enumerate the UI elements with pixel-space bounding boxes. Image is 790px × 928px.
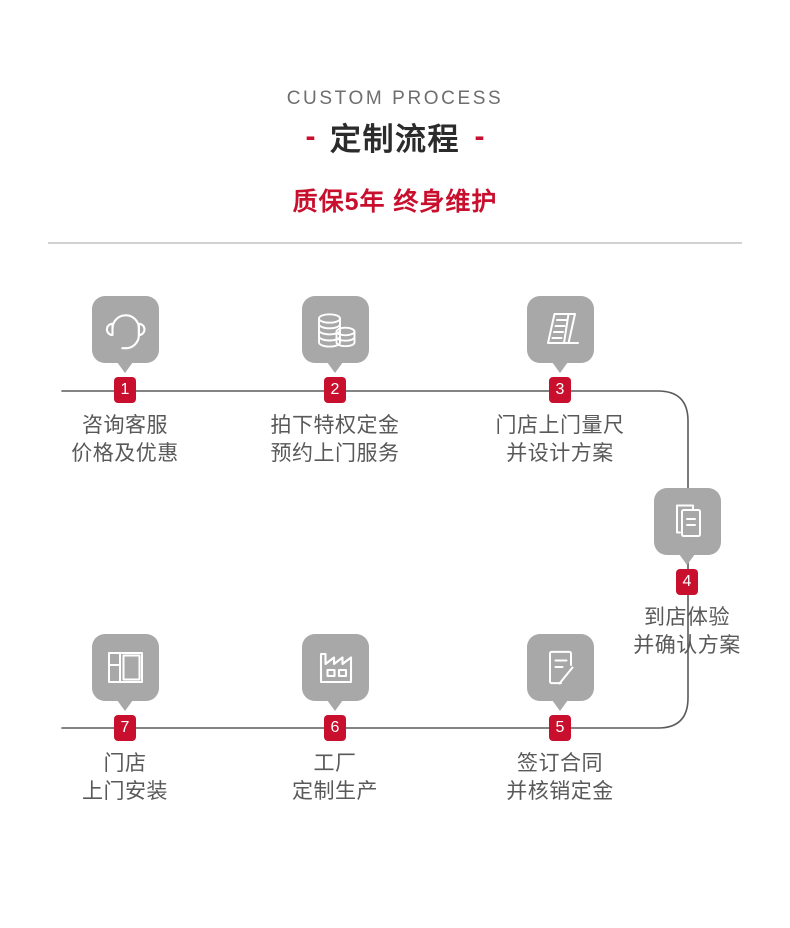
step-caption-line1: 门店上门量尺 xyxy=(495,414,625,437)
headset-icon xyxy=(105,314,145,350)
step-caption: 签订合同 并核销定金 xyxy=(485,750,635,806)
step-caption-line2: 定制生产 xyxy=(292,780,378,803)
step-caption: 到店体验 并确认方案 xyxy=(612,604,762,660)
factory-icon xyxy=(319,652,352,684)
header-divider xyxy=(48,242,742,244)
step-2[interactable]: 2 拍下特权定金 预约上门服务 xyxy=(260,296,410,468)
ruler-measure-icon-box xyxy=(526,296,594,373)
documents-stack-icon xyxy=(675,504,701,537)
warranty-tagline: 质保5年 终身维护 xyxy=(292,188,498,216)
step-7[interactable]: 7 门店 上门安装 xyxy=(50,634,200,806)
step-caption-line1: 咨询客服 xyxy=(82,414,168,437)
page-subtitle-english: CUSTOM PROCESS xyxy=(286,88,504,109)
step-number-badge: 3 xyxy=(549,377,571,403)
step-caption: 拍下特权定金 预约上门服务 xyxy=(260,412,410,468)
documents-stack-icon-box xyxy=(653,488,721,565)
cabinet-layout-icon xyxy=(107,652,143,683)
factory-icon-box xyxy=(301,634,369,711)
page-title-group: - 定制流程 - xyxy=(0,121,790,158)
step-number-badge: 4 xyxy=(676,569,698,595)
step-number-badge: 7 xyxy=(114,715,136,741)
step-caption-line1: 工厂 xyxy=(313,752,357,775)
step-number-badge: 1 xyxy=(114,377,136,403)
step-caption-line2: 价格及优惠 xyxy=(71,442,179,465)
title-dash-right: - xyxy=(474,119,485,153)
step-caption: 门店上门量尺 并设计方案 xyxy=(485,412,635,468)
headset-icon-box xyxy=(91,296,159,373)
coins-stack-icon xyxy=(317,313,355,348)
cabinet-layout-icon-box xyxy=(91,634,159,711)
step-1[interactable]: 1 咨询客服 价格及优惠 xyxy=(50,296,200,468)
step-caption-line2: 预约上门服务 xyxy=(270,442,400,465)
step-caption-line2: 并核销定金 xyxy=(506,780,614,803)
step-caption-line2: 并确认方案 xyxy=(633,634,741,657)
step-caption-line1: 门店 xyxy=(103,752,147,775)
contract-sign-icon-box xyxy=(526,634,594,711)
step-caption-line1: 到店体验 xyxy=(644,606,730,629)
step-caption-line2: 并设计方案 xyxy=(506,442,614,465)
page-title: 定制流程 xyxy=(330,122,460,157)
step-caption: 门店 上门安装 xyxy=(50,750,200,806)
step-caption-line2: 上门安装 xyxy=(82,780,168,803)
step-caption: 咨询客服 价格及优惠 xyxy=(50,412,200,468)
step-caption-line1: 签订合同 xyxy=(517,752,603,775)
step-caption: 工厂 定制生产 xyxy=(260,750,410,806)
step-number-badge: 5 xyxy=(549,715,571,741)
step-4[interactable]: 4 到店体验 并确认方案 xyxy=(612,488,762,660)
step-6[interactable]: 6 工厂 定制生产 xyxy=(260,634,410,806)
ruler-measure-icon xyxy=(546,313,579,344)
step-number-badge: 6 xyxy=(324,715,346,741)
step-5[interactable]: 5 签订合同 并核销定金 xyxy=(485,634,635,806)
coins-stack-icon-box xyxy=(301,296,369,373)
contract-sign-icon xyxy=(548,650,573,685)
step-3[interactable]: 3 门店上门量尺 并设计方案 xyxy=(485,296,635,468)
step-caption-line1: 拍下特权定金 xyxy=(270,414,400,437)
title-dash-left: - xyxy=(305,119,316,153)
step-number-badge: 2 xyxy=(324,377,346,403)
